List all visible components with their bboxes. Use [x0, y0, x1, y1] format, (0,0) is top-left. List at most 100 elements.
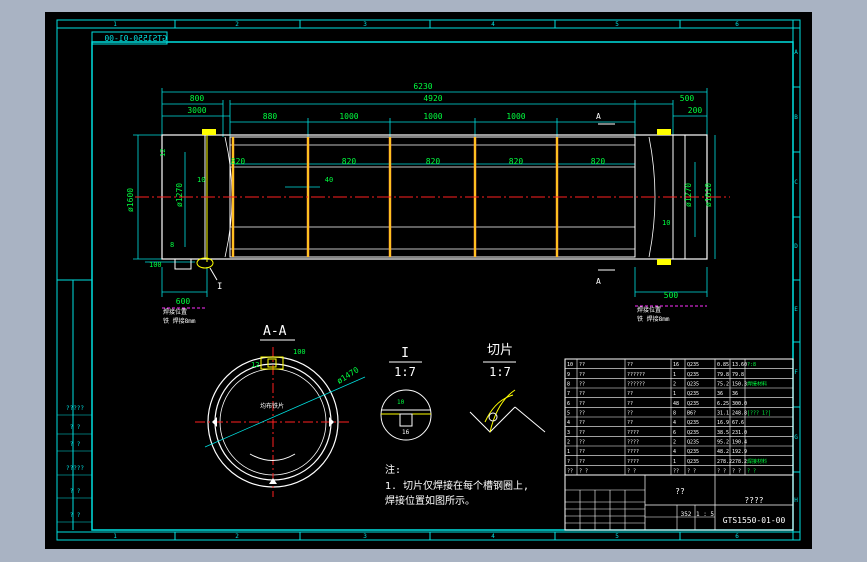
dim-gap4: 820 — [509, 157, 524, 166]
column-label: 3 — [363, 21, 367, 28]
title-block: ?? ???? GTS1550-01-00 352 1 : 5 — [564, 474, 794, 531]
bom-row-no: 6 — [567, 401, 570, 407]
bom-row-qty: 4 — [673, 449, 676, 455]
bom-row-w1: 79.8 — [717, 372, 729, 378]
drawing-number-box — [91, 31, 168, 45]
bom-row-mat: Q235 — [687, 430, 699, 436]
dim-t10-right: 10 — [662, 219, 670, 227]
bom-header-no: ?? — [567, 469, 573, 475]
dim-inner: 4920 — [423, 94, 442, 103]
row-label: E — [794, 306, 798, 313]
bom-row-w1: 278.2 — [717, 459, 732, 465]
dim-right-sub: 200 — [688, 106, 703, 115]
row-label: F — [794, 369, 798, 376]
cut-scale: 1:7 — [489, 365, 511, 379]
bom-row-qty: 1 — [673, 372, 676, 378]
notes-line1: 1. 切片仅焊接在每个槽钢圈上, — [385, 479, 529, 492]
detail-dim2: 10 — [397, 399, 405, 406]
side-label: ????? — [66, 405, 84, 412]
bom-header-w1: ? ? — [717, 469, 726, 475]
bom-row-w2: 79.8 — [732, 372, 744, 378]
side-label: ? ? — [70, 424, 81, 431]
bom-row-w2: 192.9 — [732, 449, 747, 455]
section-title: A-A — [263, 324, 287, 339]
bom-row-no: 1 — [567, 449, 570, 455]
bom-row-no: 7 — [567, 391, 570, 397]
title-name: ?? — [675, 487, 685, 496]
cut-title: 切片 — [487, 343, 513, 358]
bom-row-note: ?:8 — [747, 362, 756, 368]
bom-row-no: 2 — [567, 440, 570, 446]
column-label: 2 — [235, 21, 239, 28]
bom-row-mat: Q235 — [687, 459, 699, 465]
bom-row-w1: 16.9 — [717, 420, 729, 426]
column-label: 6 — [735, 21, 739, 28]
main-view: 6230 4920 800 3000 500 200 880 1000 1000… — [126, 82, 730, 325]
bom-row-code: ?? — [579, 391, 585, 397]
bom-row-name: ?? — [627, 411, 633, 417]
dim-seg3: 1000 — [423, 112, 442, 121]
bom-row-w2: 150.3 — [732, 382, 747, 388]
column-label: 4 — [491, 533, 495, 540]
bom-row-name: ???? — [627, 430, 639, 436]
dim-dia-inner: ø1270 — [175, 183, 184, 207]
bom-row-name: ?? — [627, 362, 633, 368]
side-label: ? ? — [70, 441, 81, 448]
note-right-1: 焊接位置 — [637, 306, 661, 314]
column-label: 6 — [735, 533, 739, 540]
row-label: H — [794, 497, 798, 504]
bom-row-mat: Q235 — [687, 391, 699, 397]
bom-row-w1: 36 — [717, 391, 723, 397]
bom-row-name: ?????? — [627, 372, 645, 378]
section-dim-12: 12 — [251, 361, 259, 369]
drawing-number-box-text: GTS1550-01-00 — [104, 34, 167, 43]
bom-row-code: ?? — [579, 420, 585, 426]
side-label: ????? — [66, 465, 84, 472]
detail-title: I — [401, 346, 409, 361]
dim-bot100: 100 — [149, 261, 162, 269]
bom-row-w2: 190.4 — [732, 440, 747, 446]
bom-row-w1: 75.2 — [717, 382, 729, 388]
side-label: ? ? — [70, 512, 81, 519]
bom-row-name: ?? — [627, 420, 633, 426]
title-drawing-number: GTS1550-01-00 — [723, 516, 786, 525]
bom-row-qty: 4 — [673, 420, 676, 426]
notes-line2: 焊接位置如图所示。 — [385, 494, 475, 507]
bom-row-w2: 231.0 — [732, 430, 747, 436]
row-label: D — [794, 243, 798, 250]
bom-row-code: ?? — [579, 401, 585, 407]
bom-row-w1: 38.5 — [717, 430, 729, 436]
dim-t10: 10 — [197, 176, 205, 184]
bom-row-code: ?? — [579, 430, 585, 436]
bom-row-mat: Q235 — [687, 440, 699, 446]
bom-row-w2: 36 — [732, 391, 738, 397]
bom-row-note: 焊接材料 — [747, 381, 767, 388]
bom-row-code: ?? — [579, 449, 585, 455]
bom-row-mat: Q235 — [687, 420, 699, 426]
row-label: C — [794, 179, 798, 186]
dim-dia-right2: ø1610 — [704, 183, 713, 207]
row-label: G — [794, 434, 798, 441]
bom-header-w2: ? ? — [732, 469, 741, 475]
bom-row-w1: 95.2 — [717, 440, 729, 446]
bom-row-w2: 300.0 — [732, 401, 747, 407]
bom-row-qty: 1 — [673, 459, 676, 465]
side-labels-left: ?????? ?? ??????? ?? ? — [57, 405, 92, 523]
column-label: 1 — [113, 533, 117, 540]
bom-row-no: 3 — [567, 430, 570, 436]
bom-row-no: 8 — [567, 382, 570, 388]
column-label: 5 — [615, 533, 619, 540]
bom-row-mat: Q235 — [687, 382, 699, 388]
bom-row-w2: 13.60 — [732, 362, 747, 368]
bom-row-mat: Q235 — [687, 449, 699, 455]
bom-row-name: ?? — [627, 391, 633, 397]
notes: 注: 1. 切片仅焊接在每个槽钢圈上, 焊接位置如图所示。 — [385, 463, 529, 507]
bom-row-qty: 2 — [673, 382, 676, 388]
section-dia: ø1470 — [335, 365, 360, 385]
note-left-1: 焊接位置 — [163, 308, 187, 316]
